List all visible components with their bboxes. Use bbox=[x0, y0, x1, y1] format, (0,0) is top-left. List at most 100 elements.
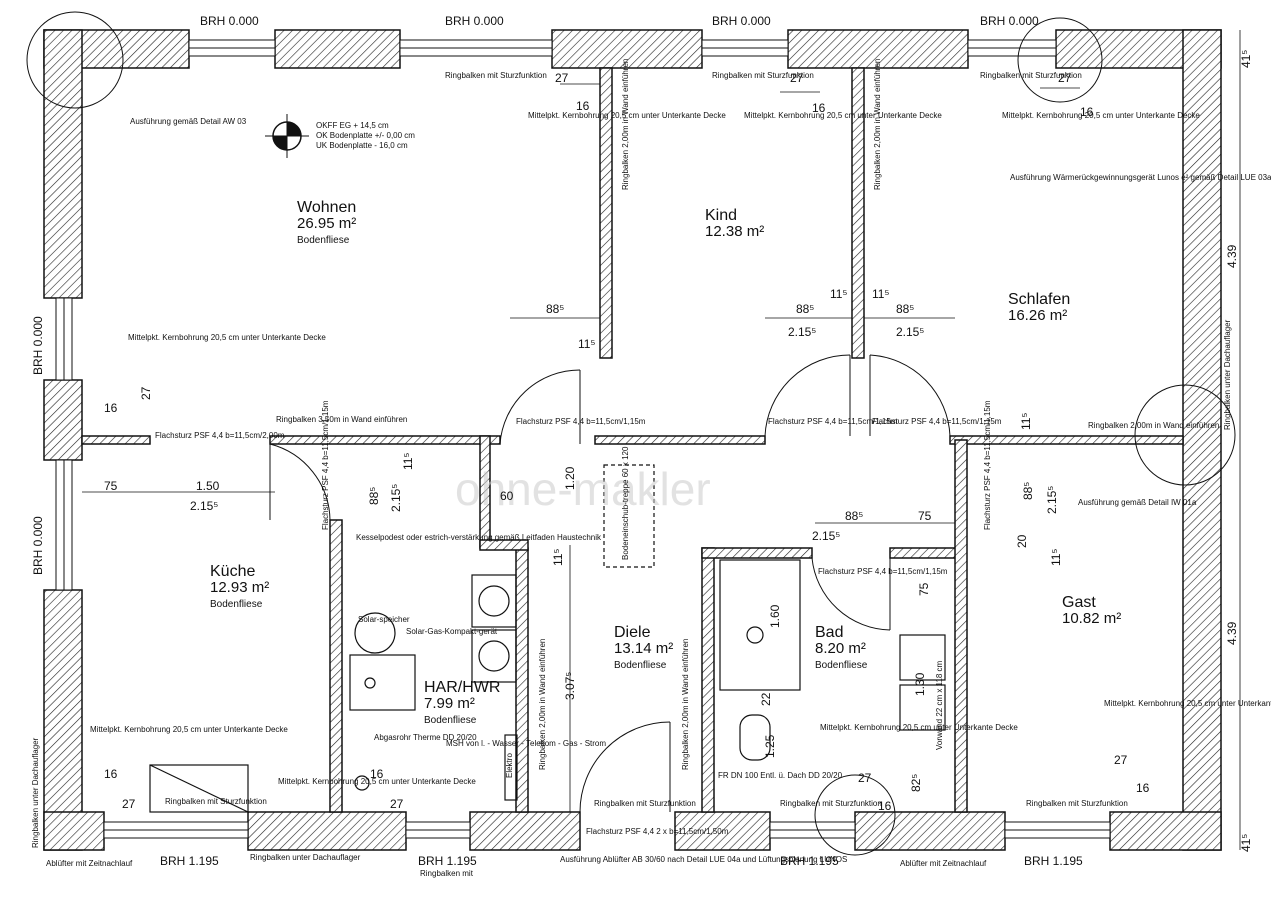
brh-bottom-3: BRH 1.195 bbox=[780, 854, 839, 868]
dim-27-e: 27 bbox=[858, 771, 872, 785]
elektro-panel bbox=[504, 734, 518, 801]
note-abgasrohr: Abgasrohr Therme DD 20/20 bbox=[374, 733, 477, 742]
note-ringbalken-2m-4: Ringbalken 2,00m in Wand einführen bbox=[538, 639, 547, 770]
note-mittelpkt-5: Mittelpkt. Kernbohrung 20,5 cm unter Unt… bbox=[90, 725, 288, 734]
dim-88-d: 88⁵ bbox=[367, 487, 381, 505]
room-har-name: HAR/HWR bbox=[424, 679, 500, 696]
note-flachsturz-6: Flachsturz PSF 4,4 b=11,5cm/1,15m bbox=[321, 400, 330, 530]
room-har-area: 7.99 m² bbox=[424, 695, 475, 712]
room-diele-name: Diele bbox=[614, 624, 651, 641]
note-mittelpkt-6: Mittelpkt. Kernbohrung 20,5 cm unter Unt… bbox=[278, 777, 476, 786]
dim-150: 1.50 bbox=[196, 479, 220, 493]
dim-215-e: 2.15⁵ bbox=[812, 529, 840, 543]
sink-2 bbox=[899, 684, 946, 731]
room-diele-floor: Bodenfliese bbox=[614, 660, 667, 671]
note-kesselpodest: Kesselpodest oder estrich-verstärkung ge… bbox=[356, 533, 602, 542]
dim-27-d: 27 bbox=[139, 386, 153, 400]
note-mittelpkt-1: Mittelpkt. Kernbohrung 20,5 cm unter Unt… bbox=[528, 111, 726, 120]
note-mittelpkt-8: Mittelpkt. Kernbohrung 20,5 cm unter Unt… bbox=[1104, 699, 1271, 708]
dim-88-c: 88⁵ bbox=[896, 302, 914, 316]
dim-75-b: 75 bbox=[918, 509, 932, 523]
room-labels: Wohnen 26.95 m² Bodenfliese Kind 12.38 m… bbox=[210, 199, 1121, 726]
dim-88-b: 88⁵ bbox=[796, 302, 814, 316]
room-wohnen-floor: Bodenfliese bbox=[297, 235, 350, 246]
dim-27-a: 27 bbox=[555, 71, 569, 85]
dim-115-e: 11⁵ bbox=[551, 549, 565, 566]
note-dachauflager-bottom: Ringbalken unter Dachauflager bbox=[250, 853, 361, 862]
dim-88-e: 88⁵ bbox=[845, 509, 863, 523]
note-ringbalken-2m-3: Ringbalken 2,00m in Wand einführen bbox=[1088, 421, 1219, 430]
note-okff-1: OKFF EG + 14,5 cm bbox=[316, 121, 389, 130]
note-ringbalken-35m: Ringbalken 3,50m in Wand einführen bbox=[276, 415, 407, 424]
note-ablufter-2: Ablüfter mit Zeitnachlauf bbox=[900, 859, 987, 868]
dim-115-g: 11⁵ bbox=[1049, 549, 1063, 566]
note-ringbalken-sturz-3: Ringbalken mit Sturzfunktion bbox=[980, 71, 1082, 80]
note-ausfuehrung-ablufter: Ausführung Ablüfter AB 30/60 nach Detail… bbox=[560, 855, 847, 864]
dim-115-d: 11⁵ bbox=[401, 453, 415, 470]
brh-bottom-1: BRH 1.195 bbox=[160, 854, 219, 868]
dimension-labels: 27 16 27 16 27 16 88⁵ 11⁵ 88⁵ 2.15⁵ 11⁵ … bbox=[104, 50, 1253, 852]
brh-left-upper: BRH 0.000 bbox=[31, 316, 45, 375]
dim-115-f: 11⁵ bbox=[1019, 413, 1033, 430]
brh-top-4: BRH 0.000 bbox=[980, 14, 1039, 28]
note-ringbalken-sturz-1: Ringbalken mit Sturzfunktion bbox=[445, 71, 547, 80]
dim-120: 1.20 bbox=[563, 466, 577, 490]
room-wohnen-area: 26.95 m² bbox=[297, 215, 356, 232]
note-flachsturz-5: Flachsturz PSF 4,4 b=11,5cm/1,15m bbox=[818, 567, 948, 576]
room-gast-name: Gast bbox=[1062, 594, 1096, 611]
room-bad-name: Bad bbox=[815, 624, 843, 641]
note-fr-dn: FR DN 100 Entl. ü. Dach DD 20/20 bbox=[718, 771, 843, 780]
note-ringbalken-sturz-6: Ringbalken mit Sturzfunktion bbox=[1026, 799, 1128, 808]
note-ringbalken-sturz-5: Ringbalken mit Sturzfunktion bbox=[780, 799, 882, 808]
dim-75-a: 75 bbox=[104, 479, 118, 493]
brh-bottom-2: BRH 1.195 bbox=[418, 854, 477, 868]
room-kueche-floor: Bodenfliese bbox=[210, 599, 263, 610]
dim-115-b: 11⁵ bbox=[830, 287, 847, 301]
door-swings bbox=[269, 354, 951, 813]
note-mittelpkt-7: Mittelpkt. Kernbohrung 20,5 cm unter Unt… bbox=[820, 723, 1018, 732]
kitchen-unit bbox=[149, 764, 249, 813]
brh-bottom-4: BRH 1.195 bbox=[1024, 854, 1083, 868]
note-okff-2: OK Bodenplatte +/- 0,00 cm bbox=[316, 131, 415, 140]
note-elektro: Elektro bbox=[505, 753, 514, 778]
note-solarspeicher: Solar-speicher bbox=[358, 615, 410, 624]
note-ringbalken-2m-1: Ringbalken 2,00m in Wand einführen bbox=[621, 59, 630, 190]
dim-115-c: 11⁵ bbox=[872, 287, 889, 301]
dim-16-f: 16 bbox=[1136, 781, 1150, 795]
dim-88-a: 88⁵ bbox=[546, 302, 564, 316]
note-msh: MSH von l. - Wasser - Telekom - Gas - St… bbox=[446, 739, 606, 748]
note-vorwand: Vorwand 22 cm x 118 cm bbox=[935, 660, 944, 750]
washing-machine bbox=[471, 574, 517, 628]
note-iw01a: Ausführung gemäß Detail IW 01a bbox=[1078, 498, 1197, 507]
dim-16-h: 16 bbox=[370, 767, 384, 781]
dim-215-a: 2.15⁵ bbox=[788, 325, 816, 339]
bathtub bbox=[719, 559, 801, 691]
dim-27-g: 27 bbox=[122, 797, 136, 811]
room-gast-area: 10.82 m² bbox=[1062, 610, 1121, 627]
attic-hatch bbox=[603, 464, 655, 568]
room-kueche-area: 12.93 m² bbox=[210, 579, 269, 596]
solar-tank bbox=[354, 612, 396, 654]
room-har-floor: Bodenfliese bbox=[424, 715, 477, 726]
dim-215-f: 2.15⁵ bbox=[1045, 486, 1059, 514]
dim-215-c: 2.15⁵ bbox=[190, 499, 218, 513]
room-kind-name: Kind bbox=[705, 207, 737, 224]
brh-top-1: BRH 0.000 bbox=[200, 14, 259, 28]
note-aw03: Ausführung gemäß Detail AW 03 bbox=[130, 117, 247, 126]
note-waermerueck: Ausführung Wärmerückgewinnungsgerät Luno… bbox=[1010, 173, 1271, 182]
note-solargas: Solar-Gas-Kompakt-gerät bbox=[406, 627, 498, 636]
dim-307: 3.07⁵ bbox=[563, 672, 577, 700]
room-diele-area: 13.14 m² bbox=[614, 640, 673, 657]
annotations: Ausführung gemäß Detail AW 03 OKFF EG + … bbox=[31, 59, 1271, 878]
dim-215-d: 2.15⁵ bbox=[389, 484, 403, 512]
sink-1 bbox=[899, 634, 946, 681]
dim-88-f: 88⁵ bbox=[1021, 482, 1035, 500]
dimension-lines bbox=[82, 30, 1241, 850]
note-bodeneinschub: Bodeneinschub-treppe 60 x 120 bbox=[621, 446, 630, 560]
dryer bbox=[471, 629, 517, 683]
brh-left-lower: BRH 0.000 bbox=[31, 516, 45, 575]
dim-41-a: 41⁵ bbox=[1239, 50, 1253, 68]
note-dachauflager-right: Ringbalken unter Dachauflager bbox=[1223, 319, 1232, 430]
note-ringbalken-2m-5: Ringbalken 2,00m in Wand einführen bbox=[681, 639, 690, 770]
note-flachsturz-4: Flachsturz PSF 4,4 b=11,5cm/1,15m bbox=[872, 417, 1002, 426]
